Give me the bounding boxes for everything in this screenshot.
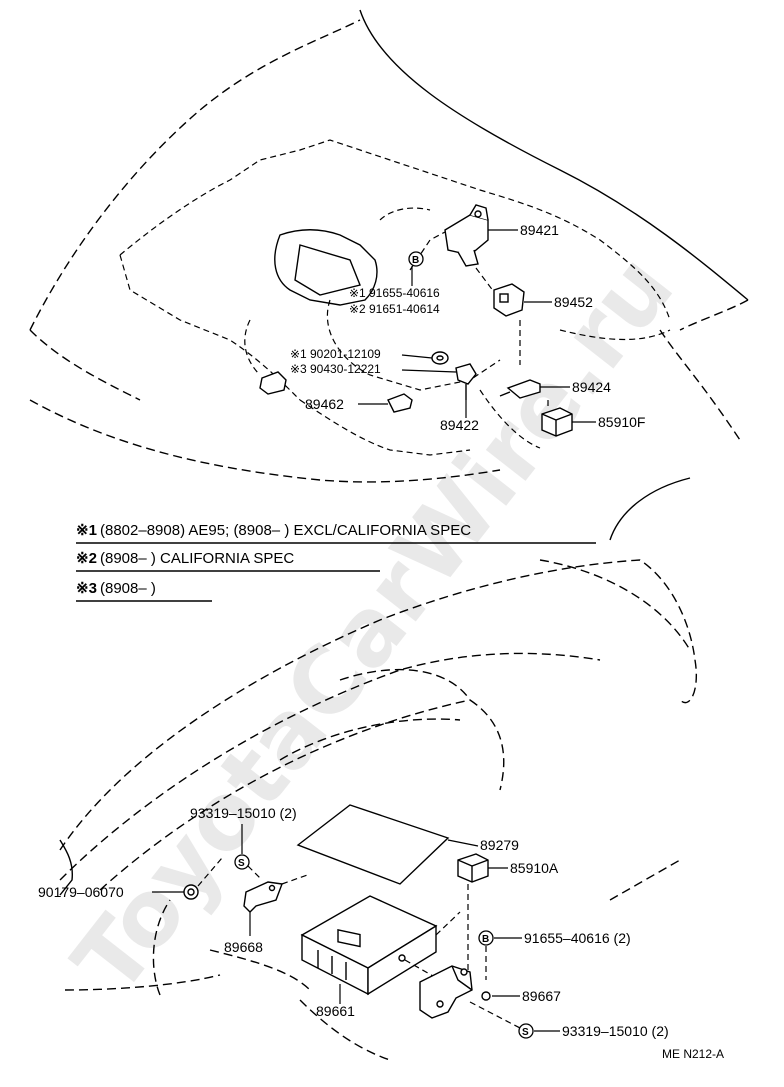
legend-mark-2: ※2: [76, 550, 97, 567]
svg-text:B: B: [482, 934, 489, 945]
label-91655-40616-bottom: 91655–40616 (2): [524, 930, 631, 946]
legend-mark-3: ※3: [76, 580, 97, 597]
diagram-code: ME N212-A: [662, 1047, 724, 1061]
bolt-badge-top: B: [408, 251, 424, 267]
label-93319-top: 93319–15010 (2): [190, 805, 297, 821]
part-90179: 90179–06070: [38, 857, 223, 900]
legend-text-3: (8908– ): [100, 580, 156, 597]
legend-mark-1: ※1: [76, 522, 97, 539]
label-93319-bottom: 93319–15010 (2): [562, 1023, 669, 1039]
label-89279: 89279: [480, 837, 519, 853]
svg-text:B: B: [412, 255, 419, 266]
part-89424: 89424: [499, 379, 611, 399]
part-91655-bottom: B 91655–40616 (2): [478, 930, 631, 980]
part-89462: 89462: [305, 393, 413, 413]
label-91655-40616-top: 91655-40616: [369, 286, 440, 300]
legend-text-1: (8802–8908) AE95; (8908– ) EXCL/CALIFORN…: [100, 522, 471, 539]
label-89668: 89668: [224, 939, 263, 955]
label-91651-40614: 91651-40614: [369, 302, 440, 316]
part-85910A: 85910A: [457, 853, 559, 990]
label-89661: 89661: [316, 1003, 355, 1019]
mark-1b: ※1: [290, 347, 307, 361]
mark-3: ※3: [290, 362, 307, 376]
top-part-labels: ※1 91655-40616 ※2 91651-40614 ※1 90201-1…: [290, 266, 440, 376]
label-85910A: 85910A: [510, 860, 559, 876]
part-89452: 89452: [493, 283, 593, 317]
svg-text:S: S: [238, 858, 245, 869]
label-89421: 89421: [520, 222, 559, 238]
label-89422: 89422: [440, 417, 479, 433]
engine-bay-outline: [29, 9, 749, 483]
label-89667: 89667: [522, 988, 561, 1004]
part-89422: 89422: [401, 351, 479, 433]
part-85910F: 85910F: [541, 407, 645, 437]
label-90179: 90179–06070: [38, 884, 124, 900]
label-89424: 89424: [572, 379, 611, 395]
part-89668: 89668: [224, 873, 311, 955]
label-85910F: 85910F: [598, 414, 645, 430]
label-89452-top: 89452: [554, 294, 593, 310]
mark-1a: ※1: [349, 286, 366, 300]
label-90201-12109: 90201-12109: [310, 347, 381, 361]
part-89279: 89279: [296, 804, 519, 885]
label-89462-top: 89462: [305, 396, 344, 412]
part-89661: 89661: [300, 895, 461, 1019]
part-93319-bottom: S 93319–15010 (2): [469, 1001, 669, 1039]
part-89667: 89667: [419, 965, 561, 1019]
legend: ※1 (8802–8908) AE95; (8908– ) EXCL/CALIF…: [76, 477, 691, 602]
svg-text:S: S: [522, 1027, 529, 1038]
mark-2: ※2: [349, 302, 366, 316]
dashboard-outline: [59, 559, 697, 1061]
part-89421: 89421: [444, 204, 559, 267]
legend-text-2: (8908– ) CALIFORNIA SPEC: [100, 550, 294, 567]
label-90430-12221: 90430-12221: [310, 362, 381, 376]
part-93319-top: 93319–15010 (2) S: [190, 805, 297, 881]
